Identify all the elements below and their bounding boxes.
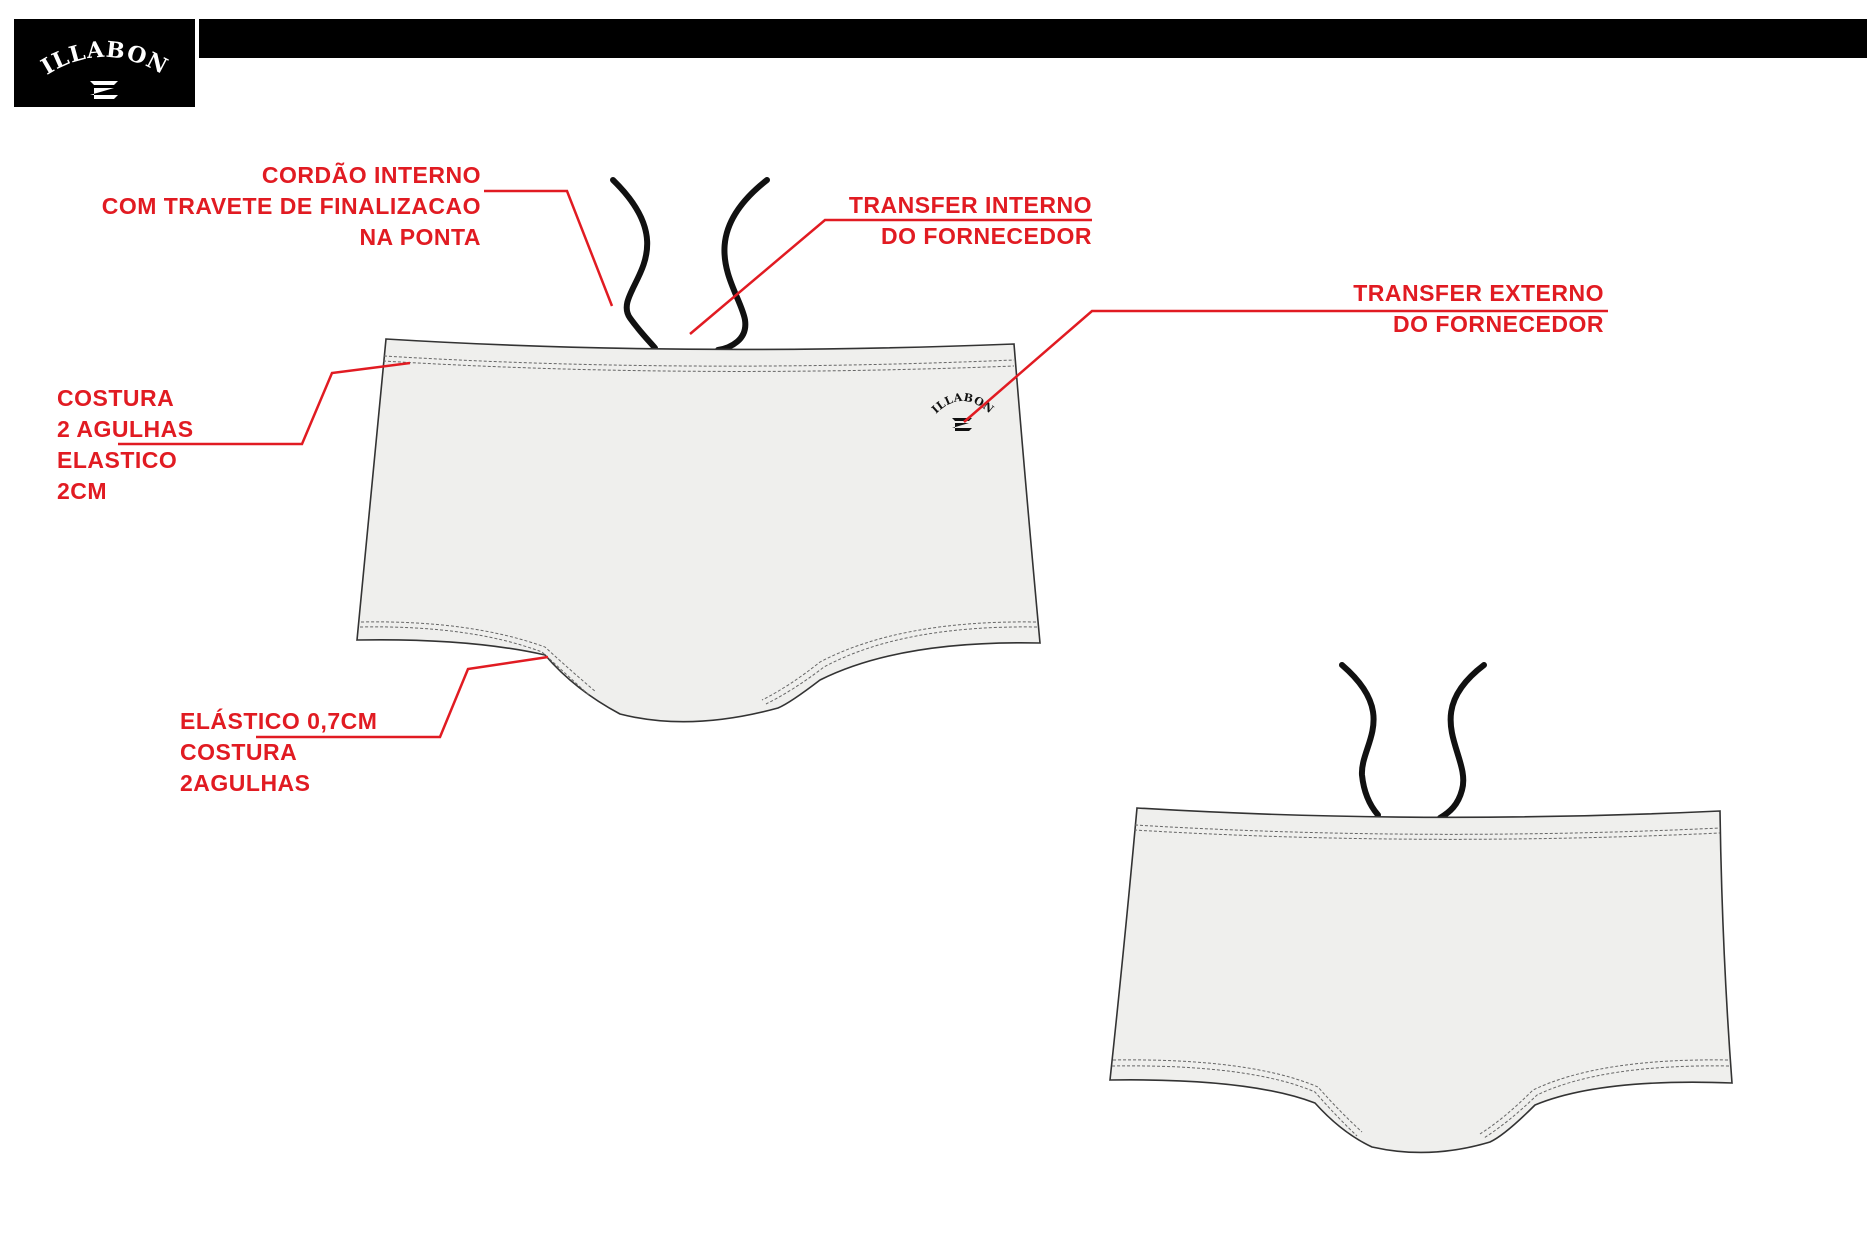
leader-transfer-interno xyxy=(689,218,1092,335)
front-leg-stitch-left-1 xyxy=(360,621,597,693)
callout-transfer-interno-line-1: TRANSFER INTERNO xyxy=(848,192,1092,218)
callout-cordao: CORDÃO INTERNO COM TRAVETE DE FINALIZACA… xyxy=(102,160,481,253)
header-bar xyxy=(199,19,1867,58)
callout-elastico-perna-line-3: 2AGULHAS xyxy=(180,770,311,796)
leader-cordao xyxy=(484,189,614,307)
leader-elastico-perna xyxy=(256,655,549,739)
leader-transfer-externo xyxy=(963,309,1608,423)
front-drawcord-left xyxy=(610,177,658,351)
back-waistband-stitch-1 xyxy=(1134,824,1721,835)
back-garment-body xyxy=(1109,807,1733,1154)
callout-transfer-externo: TRANSFER EXTERNO DO FORNECEDOR xyxy=(1353,278,1604,340)
back-leg-stitch-left-2 xyxy=(1111,1065,1358,1137)
callout-elastico-perna: ELÁSTICO 0,7CM COSTURA 2AGULHAS xyxy=(180,706,377,799)
back-drawcord-right xyxy=(1437,662,1487,821)
callout-cordao-line-1: CORDÃO INTERNO xyxy=(261,162,481,188)
front-view: BILLABONG xyxy=(0,0,1041,723)
front-drawcord-right xyxy=(715,177,770,353)
back-leg-stitch-left-1 xyxy=(1112,1059,1363,1133)
callout-elastico-perna-line-1: ELÁSTICO 0,7CM xyxy=(180,708,378,734)
callout-costura-cintura: COSTURA 2 AGULHAS ELASTICO 2CM xyxy=(57,383,194,507)
front-garment-body xyxy=(356,338,1041,723)
callout-costura-cintura-line-1: COSTURA xyxy=(57,385,175,411)
front-waistband-stitch-1 xyxy=(383,355,1015,367)
callout-transfer-externo-line-1: TRANSFER EXTERNO xyxy=(1353,280,1604,306)
callout-transfer-externo-line-2: DO FORNECEDOR xyxy=(1393,311,1604,337)
back-leg-stitch-right-1 xyxy=(1479,1059,1729,1135)
front-leg-stitch-right-2 xyxy=(765,626,1038,705)
callout-costura-cintura-line-4: 2CM xyxy=(57,478,108,504)
back-waistband-stitch-2 xyxy=(1133,829,1721,840)
callout-transfer-interno-line-2: DO FORNECEDOR xyxy=(881,223,1092,249)
callout-cordao-line-3: NA PONTA xyxy=(359,224,481,250)
callout-elastico-perna-line-2: COSTURA xyxy=(180,739,298,765)
callout-cordao-line-2: COM TRAVETE DE FINALIZACAO xyxy=(101,193,481,219)
back-leg-stitch-right-2 xyxy=(1483,1065,1730,1139)
callout-costura-cintura-line-3: ELASTICO xyxy=(57,447,178,473)
front-leg-stitch-right-1 xyxy=(761,621,1037,701)
callout-costura-cintura-line-2: 2 AGULHAS xyxy=(57,416,194,442)
leader-costura-cintura xyxy=(118,361,411,446)
callout-transfer-interno: TRANSFER INTERNO DO FORNECEDOR xyxy=(849,190,1092,252)
back-drawcord-left xyxy=(1339,662,1381,818)
front-leg-stitch-left-2 xyxy=(359,626,591,697)
back-view xyxy=(1109,662,1733,1154)
front-waistband-stitch-2 xyxy=(382,360,1015,372)
